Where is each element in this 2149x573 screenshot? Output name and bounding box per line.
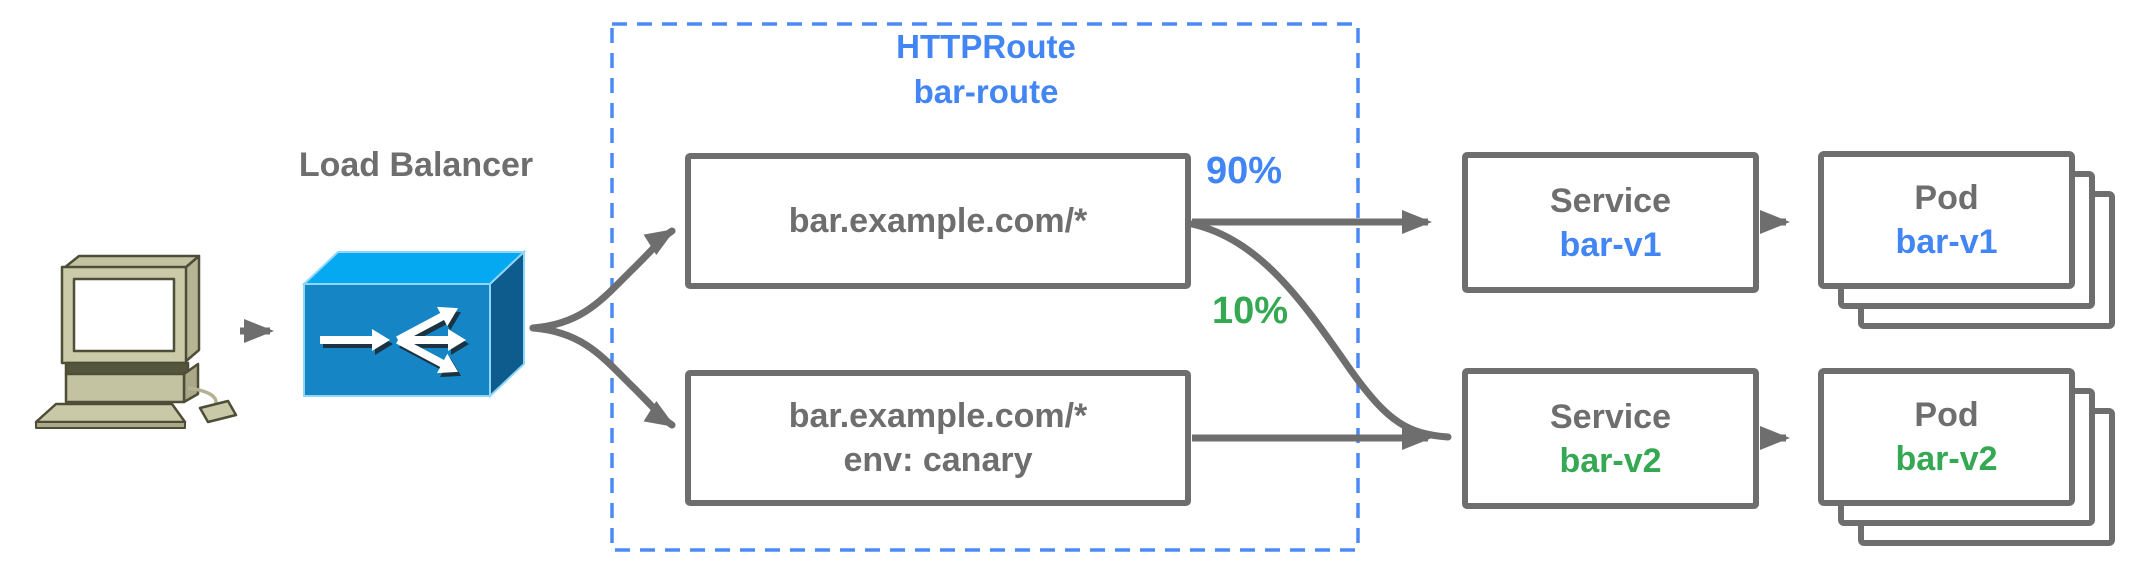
service-name-bar-v1: bar-v1 <box>1559 225 1662 264</box>
rule-canary-header-match: env: canary <box>843 441 1033 479</box>
rule-box-primary: bar.example.com/* <box>685 153 1191 289</box>
rule-box-canary: bar.example.com/* env: canary <box>685 370 1191 506</box>
weight-label-10: 10% <box>1212 290 1289 332</box>
pod-name-bar-v1: bar-v1 <box>1895 223 1998 261</box>
pod-name-bar-v2: bar-v2 <box>1895 440 1998 478</box>
arrow-lb-to-rule-primary <box>529 227 676 332</box>
rule-canary-host: bar.example.com/* <box>788 397 1088 435</box>
pod-kind-label: Pod <box>1914 179 1979 217</box>
pod-box-bar-v1: Pod bar-v1 <box>1818 151 2075 289</box>
load-balancer-icon <box>301 249 527 399</box>
pod-kind-label: Pod <box>1914 396 1979 434</box>
service-name-bar-v2: bar-v2 <box>1559 441 1662 480</box>
arrow-lb-to-rule-canary <box>529 324 676 429</box>
rule-primary-host: bar.example.com/* <box>788 202 1088 240</box>
pod-stack-bar-v1: Pod bar-v1 <box>1818 151 2116 331</box>
load-balancer-label: Load Balancer <box>298 146 534 184</box>
service-kind-label: Service <box>1550 181 1671 220</box>
httproute-name-label: bar-route <box>913 73 1059 110</box>
service-box-bar-v2: Service bar-v2 <box>1462 368 1759 509</box>
httproute-title: HTTPRoute bar-route <box>786 24 1186 114</box>
service-box-bar-v1: Service bar-v1 <box>1462 152 1759 293</box>
desktop-computer-icon <box>34 254 238 429</box>
httproute-kind-label: HTTPRoute <box>896 28 1076 65</box>
service-kind-label: Service <box>1550 397 1671 436</box>
pod-box-bar-v2: Pod bar-v2 <box>1818 368 2075 506</box>
weight-label-90: 90% <box>1206 150 1283 192</box>
pod-stack-bar-v2: Pod bar-v2 <box>1818 368 2116 548</box>
